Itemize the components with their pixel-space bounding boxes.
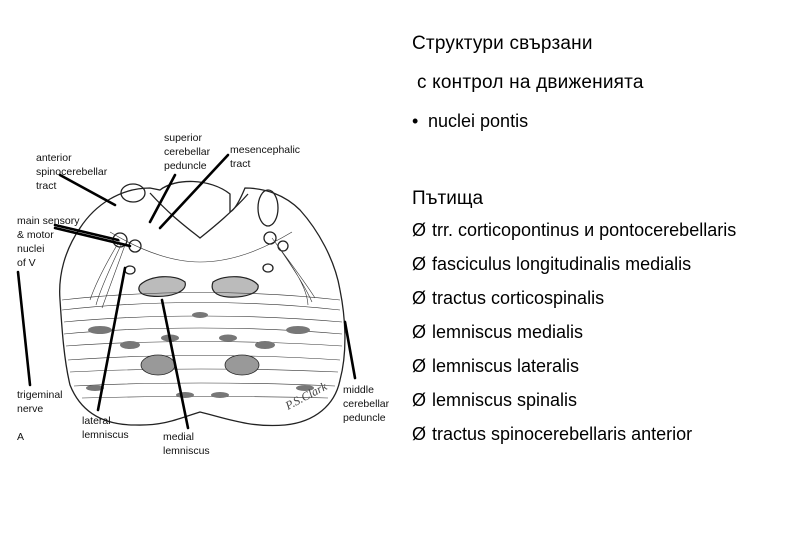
svg-text:cerebellar: cerebellar [164, 146, 211, 158]
svg-text:lemniscus: lemniscus [82, 429, 129, 441]
list-item-text: lemniscus medialis [432, 322, 584, 342]
arrow-bullet-icon: Ø [412, 356, 427, 376]
bullet-text: nuclei pontis [428, 111, 529, 131]
list-item-text: tractus corticospinalis [432, 288, 605, 308]
fourth-ventricle-floor [149, 192, 249, 239]
arrow-bullet-icon: Ø [412, 322, 427, 342]
label-trigeminal: trigeminal nerve [17, 389, 63, 415]
label-anterior-spinocerebellar: anterior spinocerebellar tract [36, 152, 108, 192]
svg-text:of V: of V [17, 257, 36, 269]
bullet-dot: • [412, 111, 419, 131]
mlf-left [124, 265, 136, 275]
svg-text:anterior: anterior [36, 152, 72, 164]
svg-text:tract: tract [36, 180, 57, 192]
pons-cross-section-diagram: P.S.Clark anterior spinocerebellar tract… [16, 132, 390, 457]
label-middle-cerebellar: middle cerebellar peduncle [343, 384, 390, 424]
bullet-item: • nuclei pontis [412, 111, 528, 132]
pons-outline [59, 180, 346, 427]
leader-main-sensory-2 [53, 226, 132, 248]
svg-text:peduncle: peduncle [343, 412, 386, 424]
svg-text:main sensory: main sensory [17, 215, 80, 227]
lateral-fibres-left [89, 239, 126, 309]
list-item-text: lemniscus spinalis [432, 390, 578, 410]
leader-medial-lemniscus [160, 298, 190, 430]
svg-text:lateral: lateral [82, 415, 111, 427]
sensory-nucleus-right [277, 240, 289, 252]
heading-line-2: с контрол на движенията [417, 72, 644, 93]
leader-main-sensory [53, 223, 120, 242]
corticospinal-bundles [140, 354, 260, 376]
svg-text:trigeminal: trigeminal [17, 389, 63, 401]
list-item-text: fasciculus longitudinalis medialis [432, 254, 692, 274]
svg-text:medial: medial [163, 431, 194, 443]
svg-text:superior: superior [164, 132, 202, 144]
svg-text:middle: middle [343, 384, 374, 396]
label-lateral-lemniscus: lateral lemniscus [82, 415, 129, 441]
svg-text:nuclei: nuclei [17, 243, 44, 255]
leader-mesencephalic [158, 153, 230, 230]
pathways-title: Пътища [412, 188, 484, 209]
svg-text:cerebellar: cerebellar [343, 398, 390, 410]
label-medial-lemniscus: medial lemniscus [163, 431, 210, 457]
list-item-text: tractus spinocerebellaris anterior [432, 424, 693, 444]
list-item-text: lemniscus lateralis [432, 356, 580, 376]
label-mesencephalic: mesencephalic tract [230, 144, 300, 170]
label-main-sensory: main sensory & motor nuclei of V [17, 215, 80, 269]
medial-lemniscus-left [138, 276, 186, 297]
leader-superior-cerebellar [148, 173, 177, 224]
leader-anterior-spinocerebellar [58, 173, 117, 207]
mlf-right [262, 263, 274, 273]
motor-nucleus-right [263, 231, 277, 245]
leader-middle-cerebellar [343, 320, 357, 380]
arrow-bullet-icon: Ø [412, 220, 427, 240]
svg-text:& motor: & motor [17, 229, 54, 241]
svg-text:nerve: nerve [17, 403, 43, 415]
svg-text:lemniscus: lemniscus [163, 445, 210, 457]
svg-text:mesencephalic: mesencephalic [230, 144, 300, 156]
leader-lateral-lemniscus [96, 266, 127, 412]
arrow-bullet-icon: Ø [412, 390, 427, 410]
svg-text:peduncle: peduncle [164, 160, 207, 172]
list-item-text: trr. corticopontinus и pontocerebellaris [432, 220, 737, 240]
svg-text:spinocerebellar: spinocerebellar [36, 166, 108, 178]
arrow-bullet-icon: Ø [412, 288, 427, 308]
label-superior-cerebellar: superior cerebellar peduncle [164, 132, 211, 172]
medial-lemniscus-right [211, 276, 259, 298]
leader-trigeminal [16, 270, 32, 387]
arrow-bullet-icon: Ø [412, 254, 427, 274]
figure-letter: A [17, 431, 24, 443]
heading-line-1: Структури свързани [412, 33, 593, 54]
arrow-bullet-icon: Ø [412, 424, 427, 444]
superior-peduncle-right [257, 189, 279, 227]
lateral-fibres-right [271, 237, 316, 306]
svg-text:tract: tract [230, 158, 251, 170]
tegmentum-outline [109, 231, 293, 263]
superior-peduncle-left [120, 183, 146, 203]
